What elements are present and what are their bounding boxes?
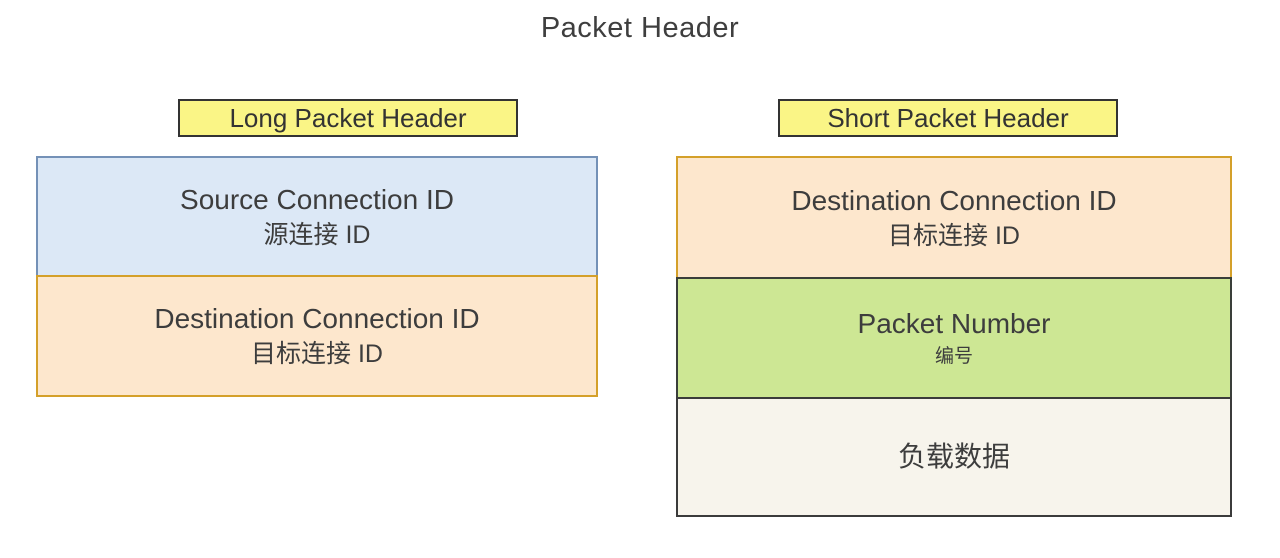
short-packet-header-label: Short Packet Header xyxy=(778,99,1118,137)
long-destination-connection-id-title: Destination Connection ID xyxy=(154,303,480,335)
short-destination-connection-id-subtitle: 目标连接 ID xyxy=(888,221,1020,250)
source-connection-id-subtitle: 源连接 ID xyxy=(263,220,371,249)
short-packet-header-stack: Destination Connection ID 目标连接 ID Packet… xyxy=(676,156,1232,517)
long-destination-connection-id-subtitle: 目标连接 ID xyxy=(251,340,383,369)
short-destination-connection-id-title: Destination Connection ID xyxy=(791,184,1117,216)
short-destination-connection-id-box: Destination Connection ID 目标连接 ID xyxy=(676,156,1232,279)
long-destination-connection-id-box: Destination Connection ID 目标连接 ID xyxy=(36,275,598,397)
long-packet-header-label: Long Packet Header xyxy=(178,99,518,137)
payload-data-box: 负载数据 xyxy=(676,397,1232,517)
packet-number-subtitle: 编号 xyxy=(934,345,973,367)
source-connection-id-title: Source Connection ID xyxy=(180,183,454,215)
source-connection-id-box: Source Connection ID 源连接 ID xyxy=(36,156,598,277)
packet-number-title: Packet Number xyxy=(857,308,1051,340)
diagram-title: Packet Header xyxy=(540,12,740,44)
packet-number-box: Packet Number 编号 xyxy=(676,277,1232,399)
payload-data-title: 负载数据 xyxy=(897,440,1010,472)
long-packet-header-stack: Source Connection ID 源连接 ID Destination … xyxy=(36,156,598,397)
